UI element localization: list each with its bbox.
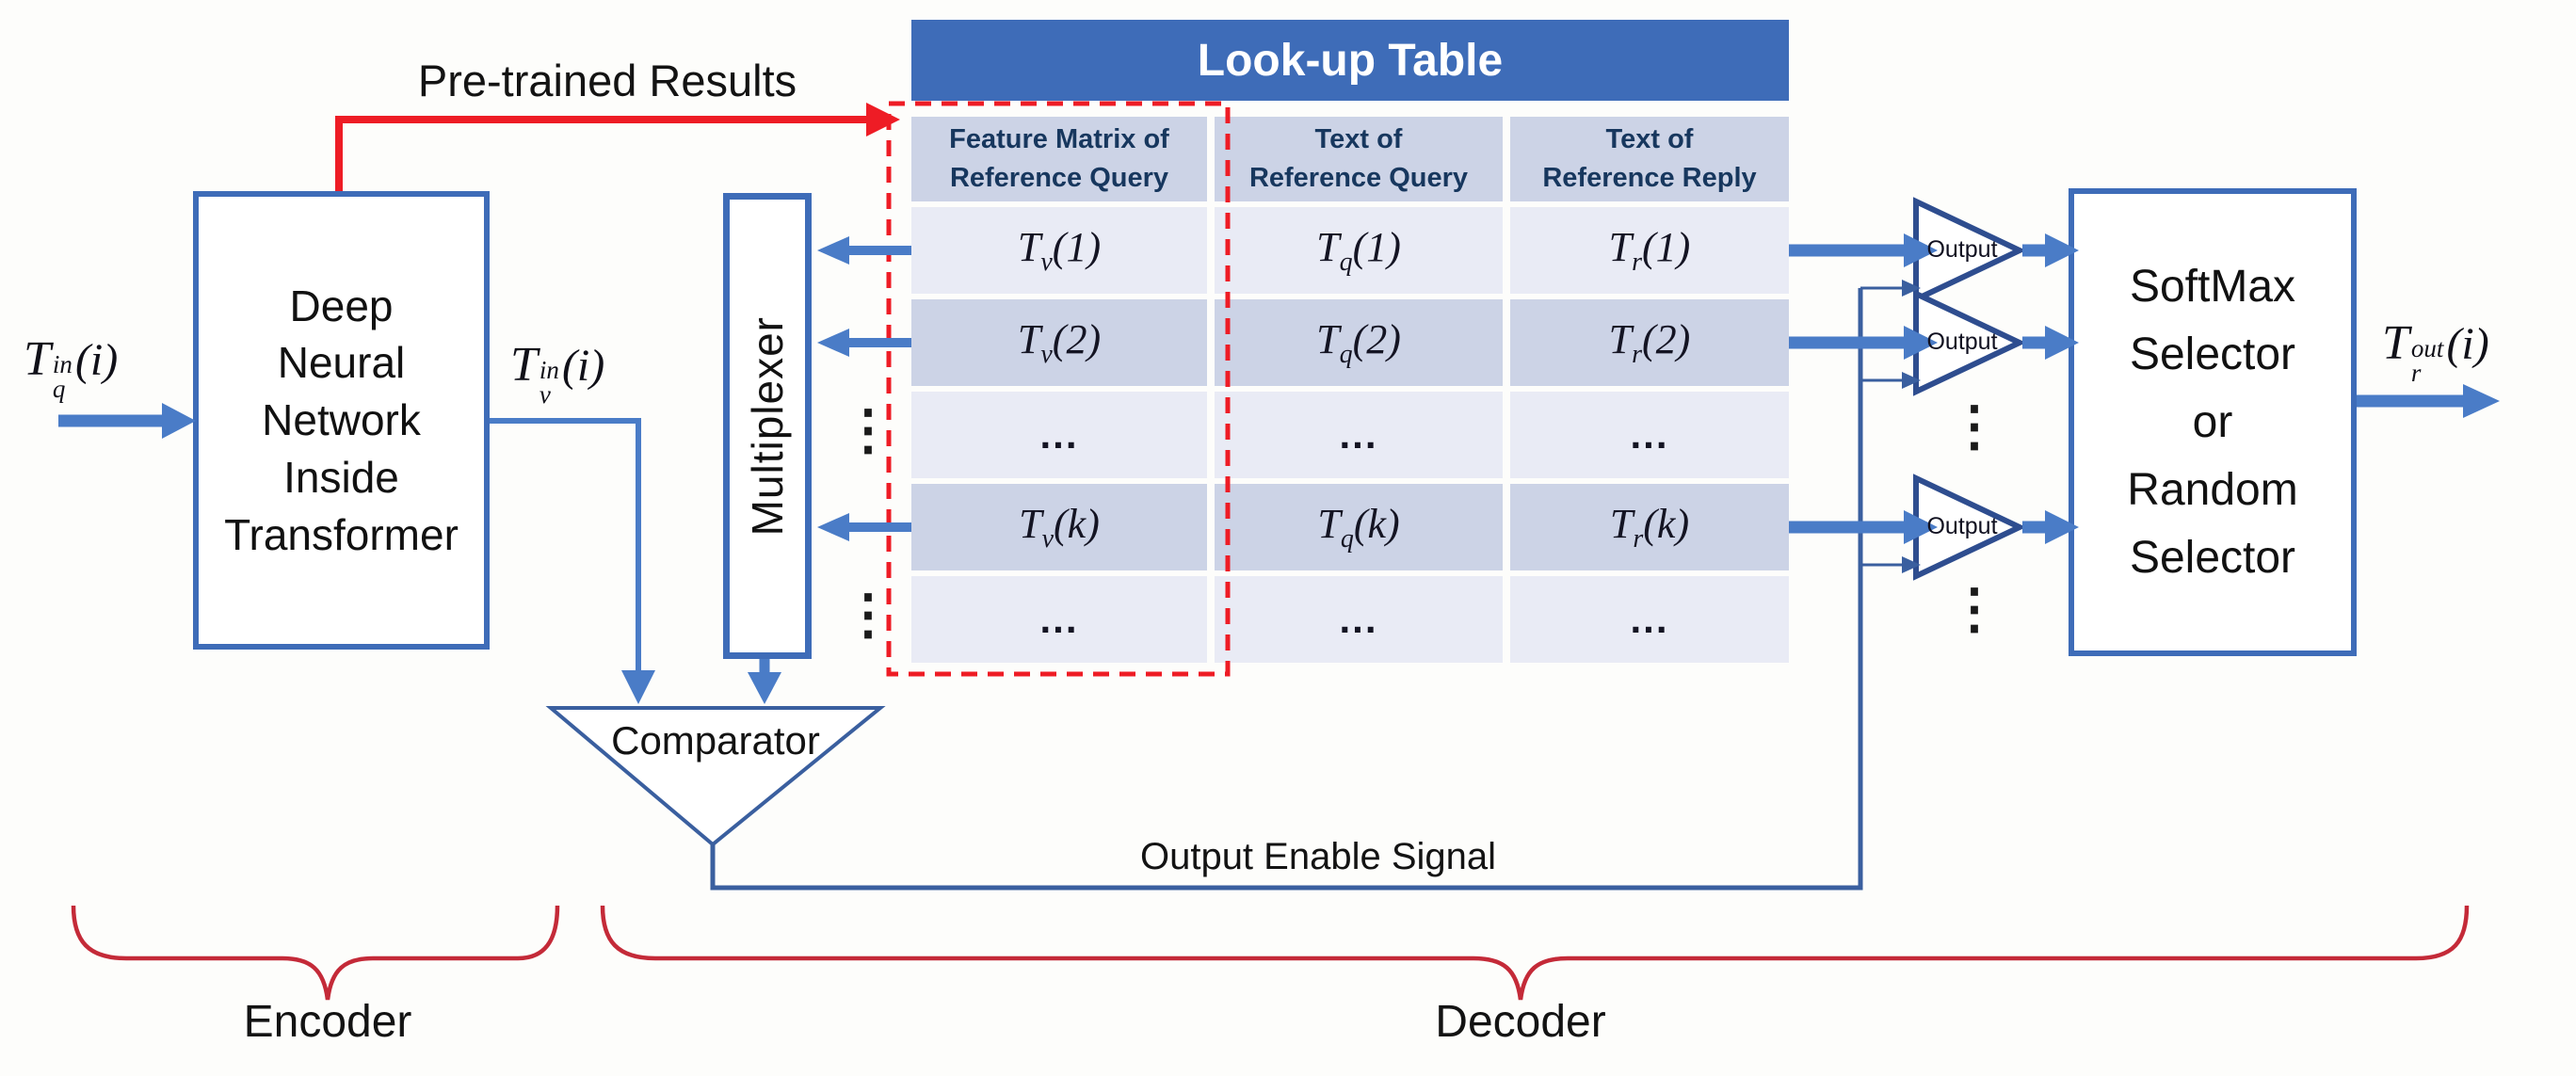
dnn-text-line: Deep <box>289 281 394 330</box>
mux-ellipsis: ⋮ <box>841 584 895 645</box>
output-enable-label: Output Enable Signal <box>1139 836 1497 877</box>
mux-out-arrowhead-icon <box>748 672 781 704</box>
softmax-text-line: Selector <box>2129 329 2296 379</box>
softmax-text-line: or <box>2192 396 2233 447</box>
tv-arrowhead-icon <box>621 670 655 704</box>
multiplexer-label: Multiplexer <box>743 315 792 537</box>
decoder-brace <box>600 905 2470 1001</box>
dnn-text-line: Network <box>262 395 421 445</box>
pretrained-results-label: Pre-trained Results <box>417 56 797 105</box>
column-header-feature-matrix: Feature Matrix of Reference Query <box>911 117 1207 201</box>
softmax-text-line: SoftMax <box>2129 261 2296 312</box>
softmax-selector-box: SoftMax Selector or Random Selector <box>2069 188 2357 656</box>
column-header-text-reply: Text of Reference Reply <box>1510 117 1789 201</box>
encoder-brace <box>71 905 560 1001</box>
softmax-text-line: Random <box>2127 464 2298 515</box>
table-cell: Tv(2) <box>911 299 1207 386</box>
column-header-text-query: Text of Reference Query <box>1215 117 1503 201</box>
column-header-line: Reference Query <box>949 163 1169 193</box>
table-cell-ellipsis: ... <box>1215 576 1503 663</box>
column-header-line: Text of <box>1605 124 1694 155</box>
table-cell: Tv(k) <box>911 484 1207 570</box>
buffer-ellipsis: ⋮ <box>1947 395 2002 457</box>
pretrained-results-line <box>335 116 866 191</box>
dnn-text-line: Inside <box>283 452 399 502</box>
buffer-output-label: Output <box>1926 236 1998 263</box>
output-arrowhead-icon <box>2463 384 2500 418</box>
mux-ellipsis: ⋮ <box>841 399 895 460</box>
dnn-transformer-box: Deep Neural Network Inside Transformer <box>193 191 490 650</box>
table-cell: Tr(1) <box>1510 207 1789 294</box>
table-cell: Tr(k) <box>1510 484 1789 570</box>
table-cell: Tr(2) <box>1510 299 1789 386</box>
buffer-output-label: Output <box>1926 329 1998 355</box>
table-cell-ellipsis: ... <box>1510 576 1789 663</box>
lookup-table: Feature Matrix of Reference Query Text o… <box>911 117 1789 663</box>
table-cell: Tq(k) <box>1215 484 1503 570</box>
table-cell-ellipsis: ... <box>911 392 1207 478</box>
comparator-label: Comparator <box>611 718 820 763</box>
dnn-text-line: Transformer <box>224 509 459 559</box>
column-header-line: Reference Query <box>1248 163 1469 193</box>
table-cell: Tq(1) <box>1215 207 1503 294</box>
input-arrowhead-icon <box>162 403 196 439</box>
column-header-line: Text of <box>1314 124 1403 155</box>
buffer-ellipsis: ⋮ <box>1947 578 2002 639</box>
column-header-line: Reference Reply <box>1542 163 1757 193</box>
lookup-table-title: Look-up Table <box>911 20 1789 101</box>
pretrained-arrowhead-icon <box>866 103 900 137</box>
decoder-label: Decoder <box>1435 997 1606 1047</box>
table-cell: Tv(1) <box>911 207 1207 294</box>
table-cell: Tq(2) <box>1215 299 1503 386</box>
multiplexer-box: Multiplexer <box>723 193 812 659</box>
table-cell-ellipsis: ... <box>1215 392 1503 478</box>
encoder-label: Encoder <box>243 997 412 1047</box>
dnn-text-line: Neural <box>277 338 406 388</box>
buffer-output-label: Output <box>1926 513 1998 539</box>
table-cell-ellipsis: ... <box>911 576 1207 663</box>
softmax-text-line: Selector <box>2129 532 2296 583</box>
column-header-line: Feature Matrix of <box>949 124 1169 155</box>
enable-arrows <box>1860 280 1921 573</box>
table-cell-ellipsis: ... <box>1510 392 1789 478</box>
